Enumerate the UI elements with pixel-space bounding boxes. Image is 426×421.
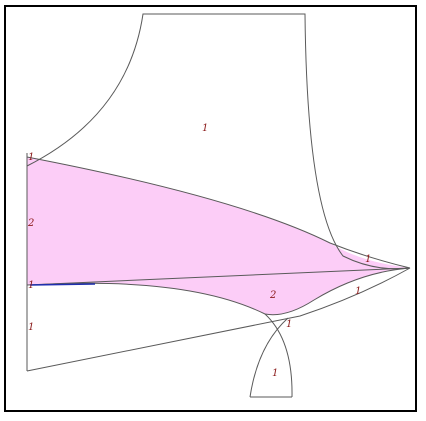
upper-boundary-curve [26,156,411,269]
label-lower-left-region: 1 [28,322,34,333]
shaded-lower-curve [31,267,411,316]
center-straight-line [26,267,411,286]
lower-boundary-curve [26,267,411,372]
label-right-tip-upper: 1 [365,254,371,265]
label-pink-region-lower: 2 [269,290,276,301]
outer-border [4,5,417,412]
label-top-region: 1 [202,123,208,134]
label-bottom-region: 1 [272,368,278,379]
label-right-tip-lower: 1 [355,286,361,297]
shaded-region [27,157,410,315]
blue-accent-segment [29,283,96,286]
label-lower-crossing: 1 [286,319,292,330]
label-left-center: 1 [28,280,34,291]
label-pink-region-left: 2 [27,218,34,229]
label-upper-left-corner: 1 [28,152,34,163]
top-shape-outline [26,13,411,270]
bottom-lens-outline [249,313,293,398]
